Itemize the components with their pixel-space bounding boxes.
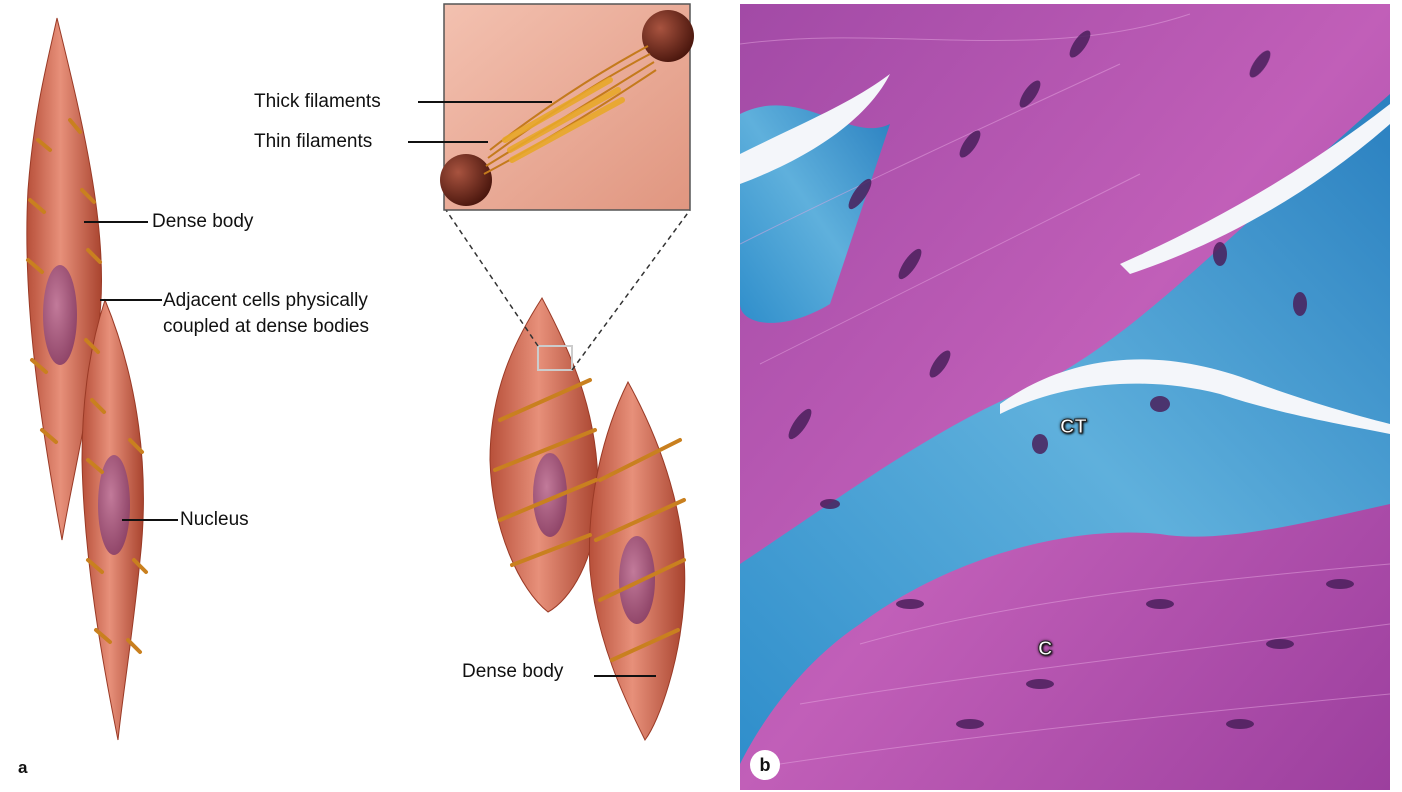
panel-b-letter: b <box>750 750 780 780</box>
label-adjacent-line1: Adjacent cells physically <box>163 289 368 313</box>
nucleus-shape <box>43 265 77 365</box>
filament-inset <box>440 4 694 210</box>
label-nucleus: Nucleus <box>180 508 249 532</box>
label-adjacent-line2: coupled at dense bodies <box>163 315 369 339</box>
zoom-line-left <box>446 210 538 346</box>
nucleus-shape <box>619 536 655 624</box>
zoom-line-right <box>572 210 690 370</box>
micrograph-drawing <box>740 4 1390 790</box>
label-dense-body-bottom: Dense body <box>462 660 563 684</box>
panel-a-illustration <box>0 0 740 792</box>
label-dense-body-top: Dense body <box>152 210 253 234</box>
micrograph-panel-b: CT C b <box>740 4 1390 790</box>
label-thin-filaments: Thin filaments <box>254 130 372 154</box>
label-ct: CT <box>1060 416 1087 439</box>
label-c: C <box>1038 638 1052 661</box>
panel-a-letter: a <box>18 758 27 778</box>
right-cell-2 <box>589 382 684 740</box>
nucleus-shape <box>98 455 130 555</box>
label-thick-filaments: Thick filaments <box>254 90 381 114</box>
dense-body-sphere <box>440 154 492 206</box>
